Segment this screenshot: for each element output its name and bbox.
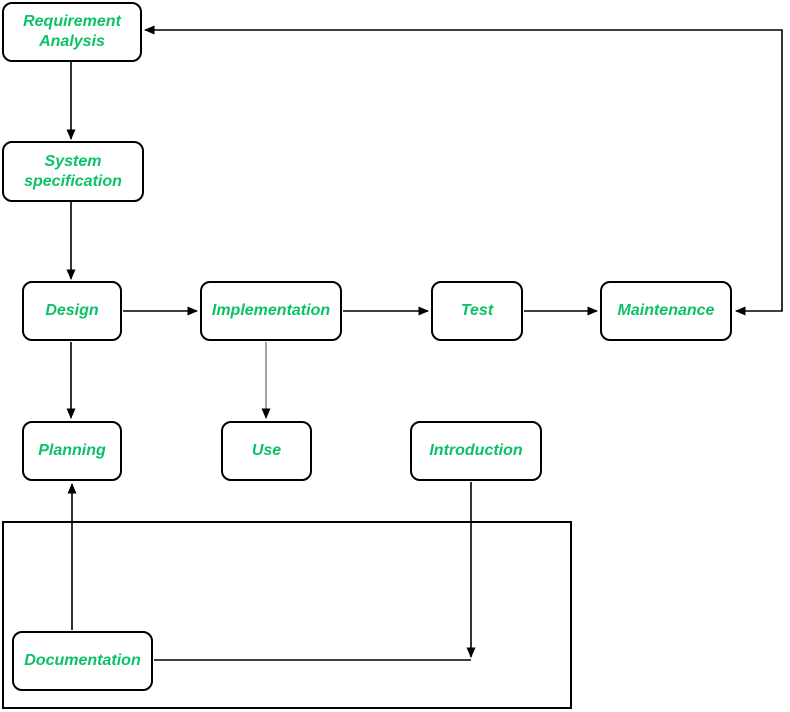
node-documentation: Documentation [12, 631, 153, 691]
documentation-scope-rectangle [2, 521, 572, 709]
node-label-design: Design [45, 302, 99, 319]
node-label-use: Use [251, 442, 282, 459]
node-design: Design [22, 281, 122, 341]
node-test: Test [431, 281, 523, 341]
node-implementation: Implementation [200, 281, 342, 341]
node-label-system-specification: System specification [24, 152, 122, 190]
node-label-planning: Planning [38, 442, 106, 459]
node-introduction: Introduction [410, 421, 542, 481]
node-system-specification: System specification [2, 141, 144, 202]
node-use: Use [221, 421, 312, 481]
node-maintenance: Maintenance [600, 281, 732, 341]
node-label-requirement-analysis: Requirement Analysis [23, 13, 121, 50]
node-label-implementation: Implementation [211, 302, 331, 319]
node-label-introduction: Introduction [429, 442, 523, 459]
arrow-maintenance-requirement-feedback [144, 25, 783, 316]
node-label-documentation: Documentation [24, 652, 141, 669]
node-planning: Planning [22, 421, 122, 481]
node-requirement-analysis: Requirement Analysis [2, 2, 142, 62]
node-label-test: Test [460, 302, 494, 319]
node-label-maintenance: Maintenance [617, 302, 715, 319]
